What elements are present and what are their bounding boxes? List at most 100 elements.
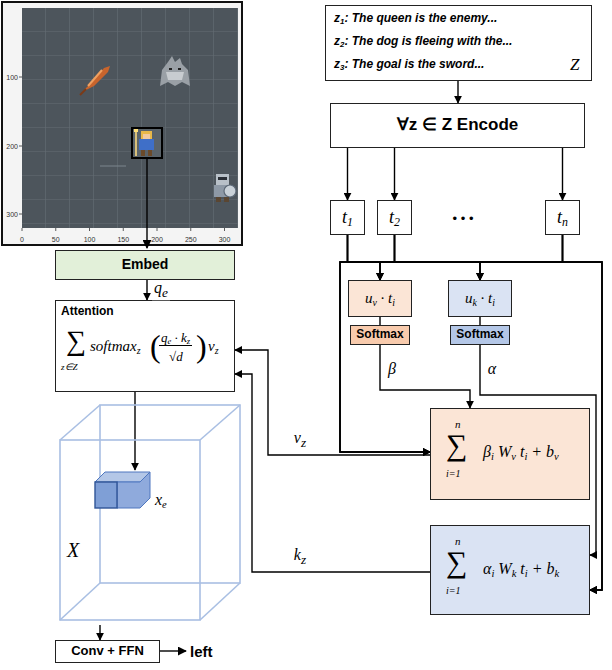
node-text: ∑ [446, 430, 467, 460]
text-run: Conv + FFN [71, 643, 144, 658]
text-run: W [494, 443, 511, 460]
text-run: Attention [61, 304, 114, 318]
panel-frame [2, 2, 242, 245]
connector [348, 235, 481, 280]
node-text: ∑ [66, 327, 86, 355]
connector [395, 235, 481, 280]
text-run: ∀z ∈ Z Encode [397, 115, 518, 134]
subscript: k [555, 568, 560, 579]
attention-box: Attention∑z∈Zsoftmaxz(qe · kz√d)vz [55, 300, 235, 392]
feather-sprite [80, 66, 110, 95]
connector [146, 280, 147, 300]
hero-sprite [132, 128, 162, 158]
subscript: i [524, 451, 527, 462]
node-text: t1 [342, 208, 353, 228]
subscript: k [472, 297, 476, 308]
node-text: Attention [61, 305, 114, 317]
text-run: : The queen is the enemy... [344, 11, 497, 25]
wolf-sprite [160, 56, 190, 86]
softmax-box: Softmax [350, 325, 410, 345]
connector [99, 625, 100, 640]
text-run: z∈Z [61, 362, 78, 372]
text-run: ( [150, 328, 161, 364]
subscript: i [492, 297, 495, 308]
node-text: vz [208, 339, 219, 354]
text-run: + b [528, 560, 555, 577]
text-run: k [294, 546, 301, 563]
node-text: tn [557, 208, 568, 228]
subscript: z [301, 552, 306, 567]
subscript: i [525, 568, 528, 579]
text-run: z [334, 57, 340, 71]
connector [380, 235, 395, 280]
node-text: softmaxz [90, 339, 141, 354]
connector [380, 235, 563, 280]
text-run: t [342, 207, 347, 227]
text-run: v [208, 338, 215, 354]
node-text: αi Wk ti + bk [483, 561, 559, 577]
text-run: Z [570, 55, 579, 74]
node-text: ) [196, 330, 207, 362]
node-text: z2: The dog is fleeing with the... [334, 35, 512, 47]
subscript: i [491, 451, 494, 462]
edge-label: α [486, 361, 498, 377]
subscript: k [512, 568, 517, 579]
observation-arrow [146, 158, 147, 248]
text-run: √d [169, 349, 183, 364]
subscript: i [491, 568, 494, 579]
node-text: Softmax [456, 328, 503, 341]
subscript: e [162, 285, 168, 300]
text-run: α [488, 360, 496, 377]
edge-label: kz [292, 547, 308, 567]
text-run: z [334, 11, 340, 25]
axis-tick-label: 150 [117, 236, 129, 243]
key-sum-box: n∑i=1αi Wk ti + bk [430, 525, 590, 615]
embed-box: Embed [55, 250, 235, 280]
game-grid [22, 8, 238, 228]
connector [235, 374, 430, 572]
token-box: tn [545, 200, 580, 235]
axis-tick-label: 0 [20, 236, 24, 243]
axis-ticks [19, 77, 225, 231]
text-run: β [388, 360, 396, 377]
connector [348, 235, 381, 280]
connector [379, 317, 380, 325]
node-text: Conv + FFN [71, 644, 144, 658]
text-run: · k [171, 330, 187, 345]
node-text: ∀z ∈ Z Encode [397, 116, 518, 135]
text-run: softmax [90, 338, 137, 354]
node-text: ∑ [446, 547, 467, 577]
subscript: v [372, 297, 376, 308]
edge-label: qe [152, 280, 170, 300]
axis-tick-label: 250 [185, 236, 197, 243]
subscript: 3 [340, 63, 344, 72]
text-run: t [557, 207, 562, 227]
node-text: Softmax [356, 328, 403, 341]
edge-label: β [386, 361, 398, 377]
encoder-box: ∀z ∈ Z Encode [330, 103, 585, 148]
subscript: 2 [340, 40, 344, 49]
node-text: ( [150, 330, 161, 362]
subscript: 2 [394, 215, 400, 229]
axis-tick-label: 100 [6, 74, 18, 81]
token-box: t2 [377, 200, 412, 235]
text-run: ∑ [446, 545, 467, 578]
text-run: z [334, 34, 340, 48]
knight-sprite [214, 174, 236, 202]
node-text: i=1 [446, 586, 461, 596]
subscript: e [162, 499, 167, 510]
token-box: t1 [330, 200, 365, 235]
cube-outline [55, 400, 245, 625]
text-run: i=1 [446, 585, 461, 596]
text-run: · t [477, 290, 492, 306]
connector [394, 148, 395, 200]
node-text: uk · ti [465, 290, 495, 307]
connector [457, 81, 458, 103]
connector [347, 148, 348, 200]
conv-ffn-box: Conv + FFN [55, 640, 160, 663]
text-run: + b [527, 443, 554, 460]
node-text: Z [570, 56, 579, 73]
text-run: x [155, 491, 162, 508]
text-run: t [389, 207, 394, 227]
text-run: W [494, 560, 511, 577]
